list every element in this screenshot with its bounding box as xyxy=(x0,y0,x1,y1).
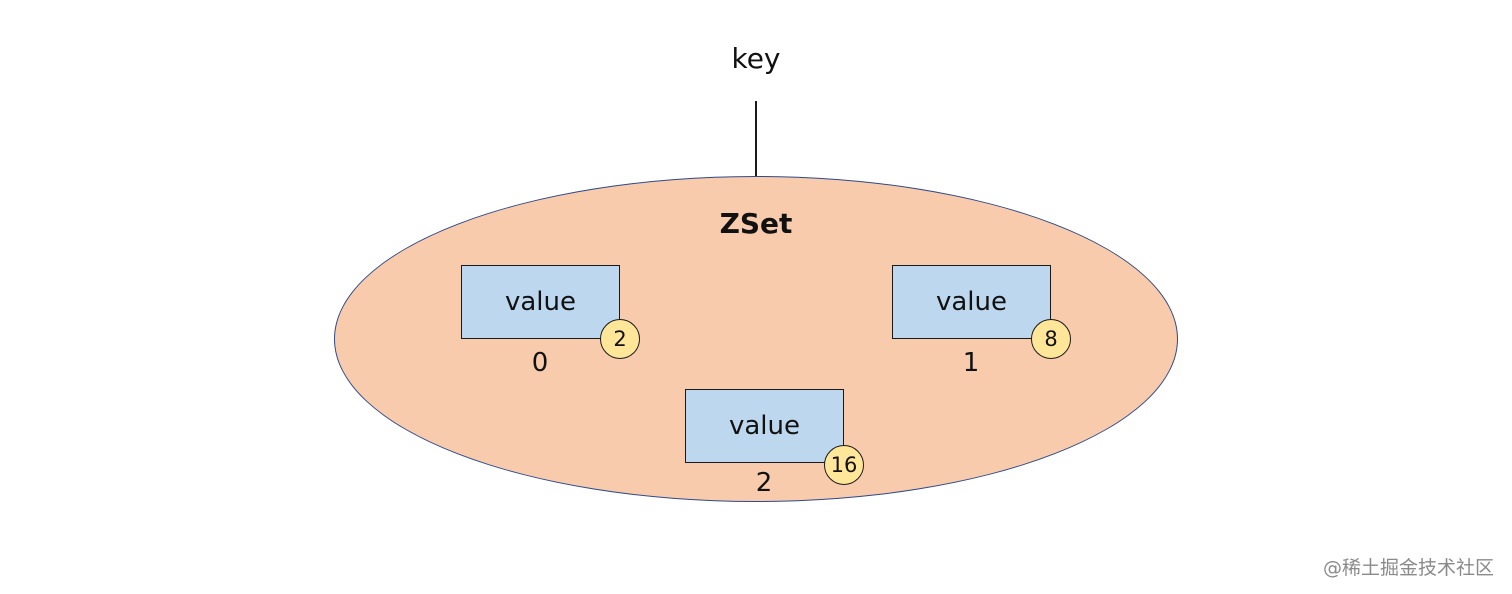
zset-member-score: 16 xyxy=(824,445,864,485)
zset-member-index: 2 xyxy=(755,468,773,498)
zset-member-index: 1 xyxy=(962,348,980,378)
zset-member-value-box: value xyxy=(461,265,620,339)
zset-member-score: 2 xyxy=(600,319,640,359)
zset-member-index: 0 xyxy=(531,348,549,378)
key-connector-line xyxy=(755,101,757,177)
zset-title: ZSet xyxy=(719,207,793,240)
watermark-text: @稀土掘金技术社区 xyxy=(1322,557,1494,579)
zset-member-value-box: value xyxy=(685,389,844,463)
zset-member-value-box: value xyxy=(892,265,1051,339)
zset-member-score: 8 xyxy=(1031,319,1071,359)
key-label: key xyxy=(731,42,781,75)
